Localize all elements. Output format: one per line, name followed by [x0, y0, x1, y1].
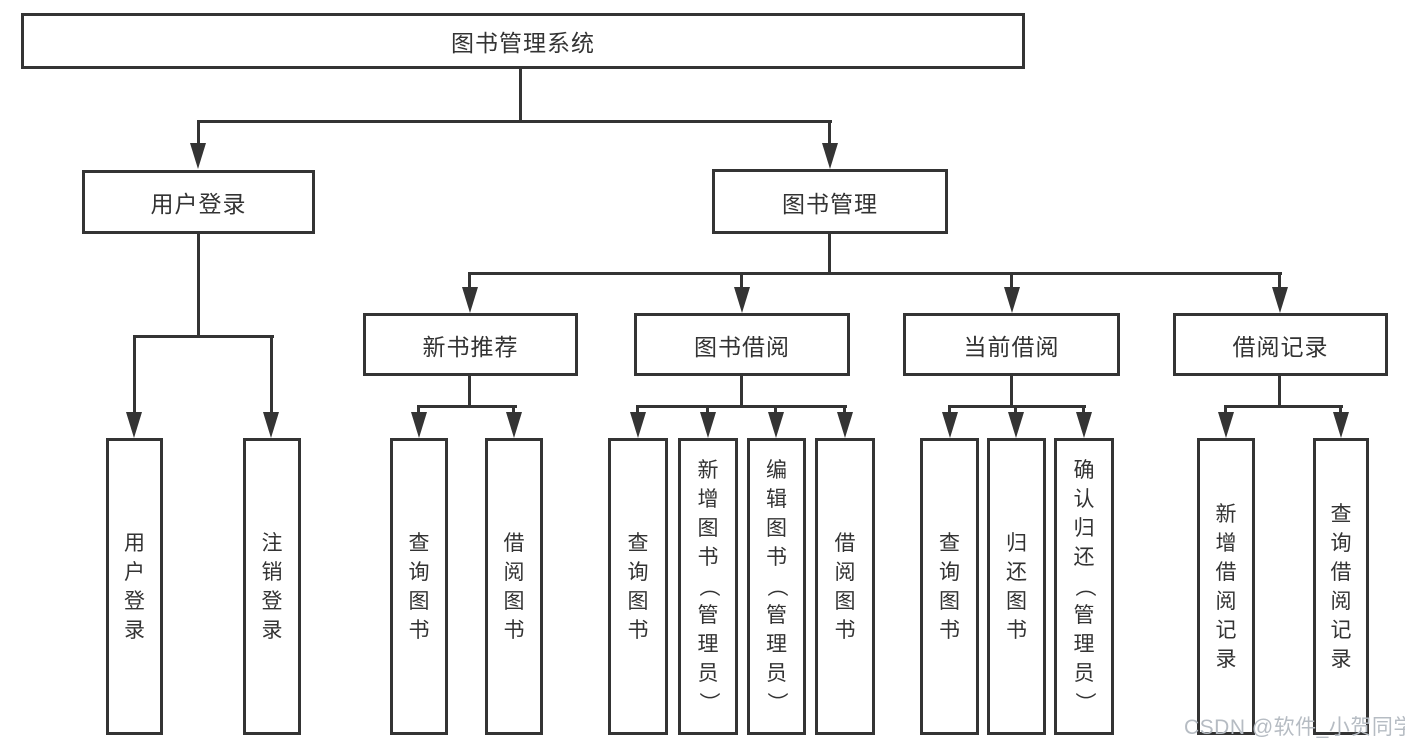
leaf-logout-label: 注销登录	[261, 531, 283, 642]
leaf-borrow-books-1: 借阅图书	[485, 438, 543, 735]
node-user-login-label: 用户登录	[150, 191, 247, 217]
connector-line	[1224, 405, 1343, 408]
arrowhead	[942, 412, 958, 438]
connector-line	[843, 405, 846, 415]
connector-line	[197, 233, 200, 337]
leaf-confirm-return-admin-label: 确认归还（管理员）	[1072, 459, 1096, 713]
node-current-borrowing: 当前借阅	[903, 313, 1120, 376]
leaf-borrow-books-2: 借阅图书	[815, 438, 875, 735]
connector-line	[828, 234, 831, 275]
connector-line	[828, 120, 831, 148]
node-borrowing-records: 借阅记录	[1173, 313, 1388, 376]
leaf-add-books-admin: 新增图书（管理员）	[678, 438, 738, 735]
leaf-add-books-admin-label: 新增图书（管理员）	[696, 459, 720, 713]
connector-line	[948, 405, 951, 415]
connector-line	[1014, 405, 1017, 415]
leaf-confirm-return-admin: 确认归还（管理员）	[1054, 438, 1114, 735]
leaf-query-books-3-label: 查询图书	[939, 531, 960, 642]
arrowhead	[263, 412, 279, 438]
node-book-borrowing: 图书借阅	[634, 313, 850, 376]
connector-line	[740, 376, 743, 407]
arrowhead	[1076, 412, 1092, 438]
leaf-logout: 注销登录	[243, 438, 301, 735]
arrowhead	[190, 143, 206, 169]
leaf-add-borrow-record-label: 新增借阅记录	[1215, 502, 1237, 671]
connector-line	[197, 120, 832, 123]
arrowhead	[1333, 412, 1349, 438]
connector-line	[740, 272, 743, 290]
node-root: 图书管理系统	[21, 13, 1025, 69]
arrowhead	[837, 412, 853, 438]
csdn-watermark: CSDN @软件_小贺同学	[1184, 716, 1405, 739]
leaf-borrow-books-1-label: 借阅图书	[503, 531, 525, 642]
connector-line	[519, 69, 522, 122]
leaf-return-books-label: 归还图书	[1006, 531, 1027, 642]
arrowhead	[1004, 287, 1020, 313]
node-user-login: 用户登录	[82, 170, 315, 234]
connector-line	[468, 272, 1282, 275]
leaf-edit-books-admin-label: 编辑图书（管理员）	[765, 459, 788, 713]
arrowhead	[768, 412, 784, 438]
leaf-edit-books-admin: 编辑图书（管理员）	[747, 438, 806, 735]
leaf-user-login: 用户登录	[106, 438, 163, 735]
arrowhead	[126, 412, 142, 438]
connector-line	[636, 405, 847, 408]
arrowhead	[700, 412, 716, 438]
connector-line	[512, 405, 515, 415]
connector-line	[1010, 376, 1013, 407]
leaf-query-books-1: 查询图书	[390, 438, 448, 735]
connector-line	[270, 335, 273, 415]
leaf-query-books-3: 查询图书	[920, 438, 979, 735]
leaf-query-books-2: 查询图书	[608, 438, 668, 735]
connector-line	[1082, 405, 1085, 415]
connector-line	[468, 376, 471, 407]
arrowhead	[1008, 412, 1024, 438]
node-book-borrowing-label: 图书借阅	[694, 333, 790, 360]
connector-line	[706, 405, 709, 415]
leaf-borrow-books-2-label: 借阅图书	[834, 531, 856, 642]
node-root-label: 图书管理系统	[451, 30, 595, 56]
arrowhead	[506, 412, 522, 438]
connector-line	[417, 405, 420, 415]
leaf-add-borrow-record: 新增借阅记录	[1197, 438, 1255, 735]
node-book-management: 图书管理	[712, 169, 948, 234]
connector-line	[774, 405, 777, 415]
connector-line	[1278, 376, 1281, 407]
leaf-query-borrow-record-label: 查询借阅记录	[1330, 502, 1352, 671]
connector-line	[636, 405, 639, 415]
node-borrowing-records-label: 借阅记录	[1232, 333, 1329, 360]
connector-line	[948, 405, 1086, 408]
connector-line	[133, 335, 274, 338]
node-current-borrowing-label: 当前借阅	[963, 333, 1060, 360]
arrowhead	[822, 143, 838, 169]
connector-line	[417, 405, 517, 408]
arrowhead	[1272, 287, 1288, 313]
arrowhead	[734, 287, 750, 313]
arrowhead	[411, 412, 427, 438]
connector-line	[1339, 405, 1342, 415]
connector-line	[133, 335, 136, 415]
connector-line	[1224, 405, 1227, 415]
leaf-query-books-2-label: 查询图书	[627, 531, 649, 642]
leaf-query-borrow-record: 查询借阅记录	[1313, 438, 1369, 735]
arrowhead	[1218, 412, 1234, 438]
node-new-book-recommendation: 新书推荐	[363, 313, 578, 376]
node-book-management-label: 图书管理	[782, 190, 878, 217]
connector-line	[468, 272, 471, 290]
connector-line	[1010, 272, 1013, 290]
connector-line	[1278, 272, 1281, 290]
leaf-query-books-1-label: 查询图书	[408, 531, 430, 642]
arrowhead	[462, 287, 478, 313]
arrowhead	[630, 412, 646, 438]
leaf-return-books: 归还图书	[987, 438, 1046, 735]
leaf-user-login-label: 用户登录	[124, 531, 145, 642]
connector-line	[197, 120, 200, 148]
node-new-book-recommendation-label: 新书推荐	[422, 333, 519, 360]
